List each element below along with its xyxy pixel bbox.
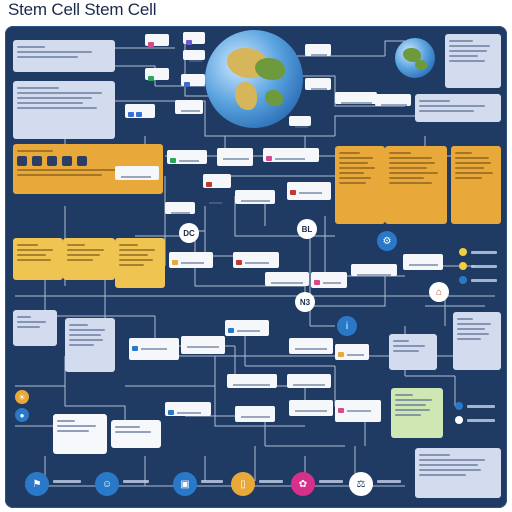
node-low-8 — [165, 402, 211, 416]
node-top-10 — [335, 92, 377, 104]
legend-line-1 — [471, 251, 497, 254]
orange-box-right-3 — [451, 146, 501, 224]
diagram-board: DC BL ⚙ ⌂ N3 — [5, 26, 507, 508]
user-icon: ☺ — [95, 472, 119, 496]
node-top-6 — [125, 104, 155, 118]
node-top-7 — [175, 100, 203, 114]
bottom-label-1 — [53, 480, 81, 483]
lavender-box-left — [13, 310, 57, 346]
person-icon: ⚑ — [25, 472, 49, 496]
node-low-7 — [287, 374, 331, 388]
node-low-4 — [289, 338, 333, 354]
home-icon: ⌂ — [429, 282, 449, 302]
node-mid-10 — [233, 252, 279, 268]
bottom-label-2 — [123, 480, 149, 483]
lavender-box-right — [389, 334, 437, 370]
white-box-bottom-left-2 — [111, 420, 161, 448]
info-box-right-2 — [415, 94, 501, 122]
yellow-box-2 — [63, 238, 115, 280]
node-mid-2 — [217, 148, 253, 166]
node-mid-3 — [263, 148, 319, 162]
gear-icon: ⚙ — [377, 231, 397, 251]
lavender-box-far-right — [453, 312, 501, 370]
legend-dot-2 — [459, 262, 467, 270]
node-top-4 — [183, 50, 205, 62]
legend-dot-5 — [455, 416, 463, 424]
bottom-label-5 — [319, 480, 343, 483]
molecule-icon: ✿ — [291, 472, 315, 496]
bottom-label-3 — [201, 480, 223, 483]
orange-box-right-1 — [335, 146, 385, 224]
small-globe-icon — [395, 38, 435, 78]
node-mid-12 — [311, 272, 347, 288]
node-circle-c: N3 — [295, 292, 315, 312]
node-top-9 — [305, 78, 331, 90]
node-low-10 — [289, 400, 333, 416]
legend-line-5 — [467, 419, 495, 422]
truck-icon: ▣ — [173, 472, 197, 496]
sun-icon: ☀ — [15, 390, 29, 404]
node-low-5 — [335, 344, 369, 360]
node-top-5 — [181, 74, 205, 88]
legend-dot-4 — [455, 402, 463, 410]
node-top-8 — [305, 44, 331, 56]
node-circle-a: DC — [179, 223, 199, 243]
node-mid-11 — [265, 272, 309, 286]
legend-line-4 — [467, 405, 495, 408]
node-mid-5 — [203, 174, 231, 204]
node-mid-1 — [167, 150, 207, 164]
cart-icon: ⚖ — [349, 472, 373, 496]
node-circle-b: BL — [297, 219, 317, 239]
lavender-box-mid — [65, 318, 115, 372]
node-mid-9 — [169, 252, 213, 268]
node-top-2 — [145, 68, 169, 82]
bottom-label-6 — [377, 480, 401, 483]
globe-icon — [205, 30, 303, 128]
node-mid-6 — [235, 190, 275, 204]
node-mid-13 — [351, 264, 397, 276]
info-box-top-right — [445, 34, 501, 88]
info-box-left-2 — [13, 81, 115, 139]
circle-icon: ● — [15, 408, 29, 422]
node-low-6 — [227, 374, 277, 388]
node-low-9 — [235, 406, 275, 422]
legend-line-2 — [471, 265, 497, 268]
lavender-box-bottom-right — [415, 448, 501, 498]
node-low-2 — [181, 336, 225, 354]
node-top-11 — [375, 94, 411, 106]
node-top-1 — [145, 34, 169, 48]
node-top-3 — [183, 32, 205, 46]
orange-box-right-2 — [385, 146, 447, 224]
node-mid-4 — [115, 166, 159, 180]
node-mid-14 — [403, 254, 443, 270]
node-low-3 — [225, 320, 269, 336]
node-mid-8 — [165, 202, 195, 214]
yellow-box-1 — [13, 238, 63, 280]
node-top-12 — [289, 116, 311, 128]
legend-dot-3 — [459, 276, 467, 284]
green-box — [391, 388, 443, 438]
yellow-box-3 — [115, 238, 165, 288]
legend-line-3 — [471, 279, 497, 282]
node-low-11 — [335, 400, 381, 422]
info-icon: i — [337, 316, 357, 336]
info-box-top-left — [13, 40, 115, 72]
bottom-label-4 — [259, 480, 283, 483]
page-title: Stem Cell Stem Cell — [8, 0, 157, 19]
legend-dot-1 — [459, 248, 467, 256]
phone-icon: ▯ — [231, 472, 255, 496]
node-mid-7 — [287, 182, 331, 200]
node-low-1 — [129, 338, 179, 360]
white-box-bottom-left — [53, 414, 107, 454]
